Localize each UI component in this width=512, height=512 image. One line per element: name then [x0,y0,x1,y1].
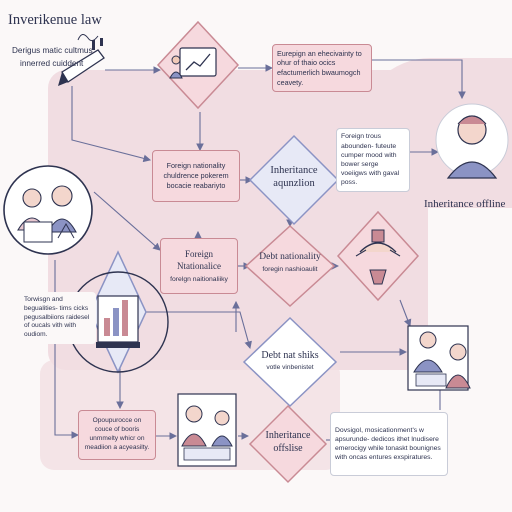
inheritance-offslise-label: Inheritance offslise [265,430,311,454]
page-subtitle-line-1: Derigus matic cultmus [12,46,93,55]
right-note-box: Foreign trous abounden- futeute cumper m… [336,128,410,192]
debt-nat-shiks-sub: votle vinbenistet [266,364,314,371]
top-right-info-box: Eurepign an ehecivainty to ohur of thaio… [272,44,372,92]
person-icon [435,103,509,179]
pen-icon [58,34,105,86]
diamond-inheritance-offslise [248,404,328,484]
bottom-right-note-box: Dovsigol, mosicationment's w apsurunde- … [330,412,448,476]
inheritance-offline-title: Inheritance offline [424,198,506,210]
team-meeting-icon [177,393,237,467]
chart-board-icon [169,47,217,79]
debt-nat-shiks-title: Debt nat shiks [261,350,319,361]
page-subtitle-line-2: innerred cuiddent [20,59,84,68]
inheritance-aquisition-label: Inheritance aqunzlion [270,165,318,190]
diamond-handshake [336,210,420,302]
foreign-nationality-title: Foreign Ntationalice [177,248,221,271]
bar-chart-document-icon [96,295,140,348]
foreign-nationality-box: Foreign Ntationalice forelgn naitionalii… [160,238,238,294]
business-people-icon [407,325,471,391]
page-title: Inverikenue law [8,12,102,28]
family-icon [17,185,77,243]
left-note-box: Torwisgn and begualities- tims cicks peg… [20,292,96,344]
bottom-left-box: Opoupurocce on couce of booris unmmelty … [78,410,156,460]
foreign-nationality-sub: forelgn naitionaliiky [170,276,228,284]
foreign-children-box: Foreign nationality chuldrence pokerem b… [152,150,240,202]
diamond-inheritance-aquisition [248,134,340,226]
handshake-icon [355,229,401,285]
diamond-debt-nat-shiks [242,316,338,408]
diamond-debt-nationality [244,224,336,308]
debt-nationality-sub: foregin nashioaulit [262,266,318,273]
debt-nationality-title: Debt nationality [259,252,321,262]
